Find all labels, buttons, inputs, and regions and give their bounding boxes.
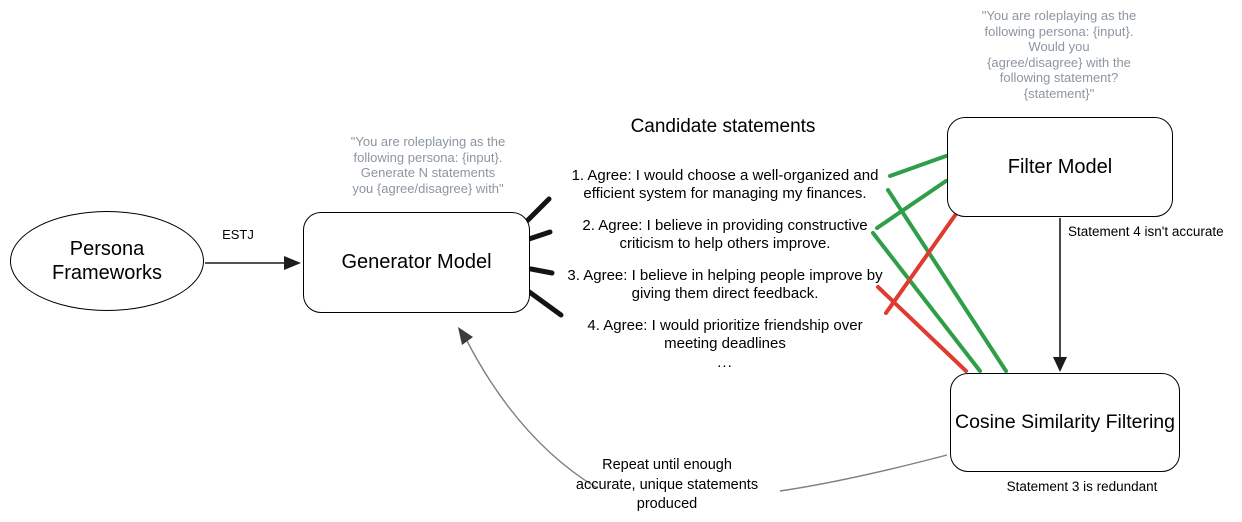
estj-edge-label: ESTJ bbox=[222, 227, 254, 242]
statement1-to-cosine-line bbox=[886, 188, 1008, 373]
generator-model-label: Generator Model bbox=[341, 251, 492, 273]
candidate-statement-3: 3. Agree: I believe in helping people im… bbox=[567, 267, 883, 302]
feedback-arrow-head bbox=[458, 327, 473, 345]
generator-model-node: Generator Model bbox=[303, 212, 530, 313]
filter-model-node: Filter Model bbox=[947, 117, 1173, 217]
feedback-label-to-generator-line bbox=[465, 338, 598, 489]
statement3-redundant-note: Statement 3 is redundant bbox=[1006, 479, 1158, 494]
statement2-to-filter-line bbox=[875, 179, 948, 230]
candidate-statement-2: 2. Agree: I believe in providing constru… bbox=[582, 217, 868, 252]
persona-frameworks-node: Persona Frameworks bbox=[10, 211, 204, 311]
filter-prompt-text: "You are roleplaying as the following pe… bbox=[981, 8, 1137, 101]
statement1-to-filter-line bbox=[888, 154, 948, 178]
generator-prompt-text: "You are roleplaying as the following pe… bbox=[350, 134, 506, 196]
cosine-to-feedback-label-line bbox=[779, 454, 948, 492]
candidate-statements-ellipsis: ... bbox=[717, 354, 733, 371]
candidate-statements-list: 1. Agree: I would choose a well-organize… bbox=[556, 167, 894, 372]
cosine-similarity-filtering-label: Cosine Similarity Filtering bbox=[955, 411, 1175, 433]
estj-arrow-head bbox=[284, 256, 301, 270]
persona-frameworks-label: Persona Frameworks bbox=[51, 238, 162, 284]
generator-fanout-line-1 bbox=[524, 196, 552, 224]
generator-fanout-line-3 bbox=[528, 266, 555, 276]
candidate-statements-title: Candidate statements bbox=[630, 116, 816, 137]
repeat-feedback-label: Repeat until enough accurate, unique sta… bbox=[575, 457, 759, 512]
statement2-to-cosine-line bbox=[871, 231, 982, 373]
candidate-statement-1: 1. Agree: I would choose a well-organize… bbox=[571, 167, 879, 202]
cosine-similarity-filtering-node: Cosine Similarity Filtering bbox=[950, 373, 1180, 472]
generator-fanout-line-2 bbox=[526, 229, 553, 242]
generator-fanout-line-4 bbox=[525, 288, 564, 318]
filter-to-cosine-arrow-head bbox=[1053, 357, 1067, 372]
candidate-statement-4: 4. Agree: I would prioritize friendship … bbox=[587, 317, 863, 352]
statement4-inaccurate-label: Statement 4 isn't accurate bbox=[1068, 224, 1224, 239]
filter-model-label: Filter Model bbox=[1007, 155, 1113, 178]
filter-reject-statement4-line bbox=[884, 212, 958, 315]
statement3-to-cosine-reject-line bbox=[876, 285, 968, 373]
